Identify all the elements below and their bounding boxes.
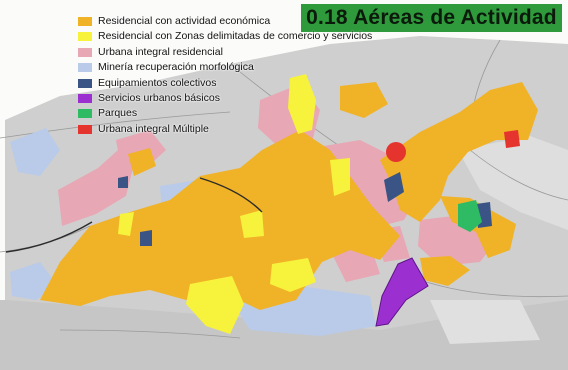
legend-item-urbana-multiple: Urbana integral Múltiple (78, 122, 408, 137)
map-title: 0.18 Aéreas de Actividad (301, 4, 562, 32)
urbana-integral-multiple (386, 130, 520, 162)
legend-label: Equipamientos colectivos (98, 76, 217, 89)
residencial-zonas-comercio (118, 74, 350, 334)
legend-swatch-icon (78, 109, 92, 119)
terrain-light (458, 136, 568, 230)
legend-swatch-icon (78, 63, 92, 73)
legend-label: Residencial con actividad económica (98, 15, 271, 27)
legend-label: Residencial con Zonas delimitadas de com… (98, 30, 373, 43)
legend-swatch-icon (78, 32, 92, 42)
map-legend: Residencial con actividad económica Resi… (78, 14, 408, 137)
legend-item-equipamientos: Equipamientos colectivos (78, 76, 408, 91)
legend-label: Minería recuperación morfológica (98, 61, 254, 74)
legend-label: Urbana integral Múltiple (98, 122, 209, 135)
parque-area (458, 200, 482, 232)
legend-label: Urbana integral residencial (98, 45, 223, 58)
legend-swatch-icon (78, 124, 92, 134)
legend-label: Parques (98, 107, 138, 120)
legend-swatch-icon (78, 93, 92, 103)
legend-item-mineria: Minería recuperación morfológica (78, 60, 408, 75)
rural-area-lower (0, 300, 568, 370)
equipamientos-colectivos (118, 172, 492, 246)
legend-item-residencial-actividad: Residencial con actividad económica (78, 14, 408, 29)
legend-swatch-icon (78, 47, 92, 57)
legend-swatch-icon (78, 17, 92, 26)
legend-item-parques: Parques (78, 106, 408, 121)
zone-boundaries (5, 177, 263, 253)
legend-item-servicios-urbanos: Servicios urbanos básicos (78, 91, 408, 106)
terrain-light (430, 300, 540, 344)
legend-item-urbana-residencial: Urbana integral residencial (78, 45, 408, 60)
legend-item-residencial-comercio: Residencial con Zonas delimitadas de com… (78, 29, 408, 44)
legend-swatch-icon (78, 78, 92, 88)
legend-label: Servicios urbanos básicos (98, 91, 220, 104)
servicios-urbanos-area (375, 257, 429, 327)
